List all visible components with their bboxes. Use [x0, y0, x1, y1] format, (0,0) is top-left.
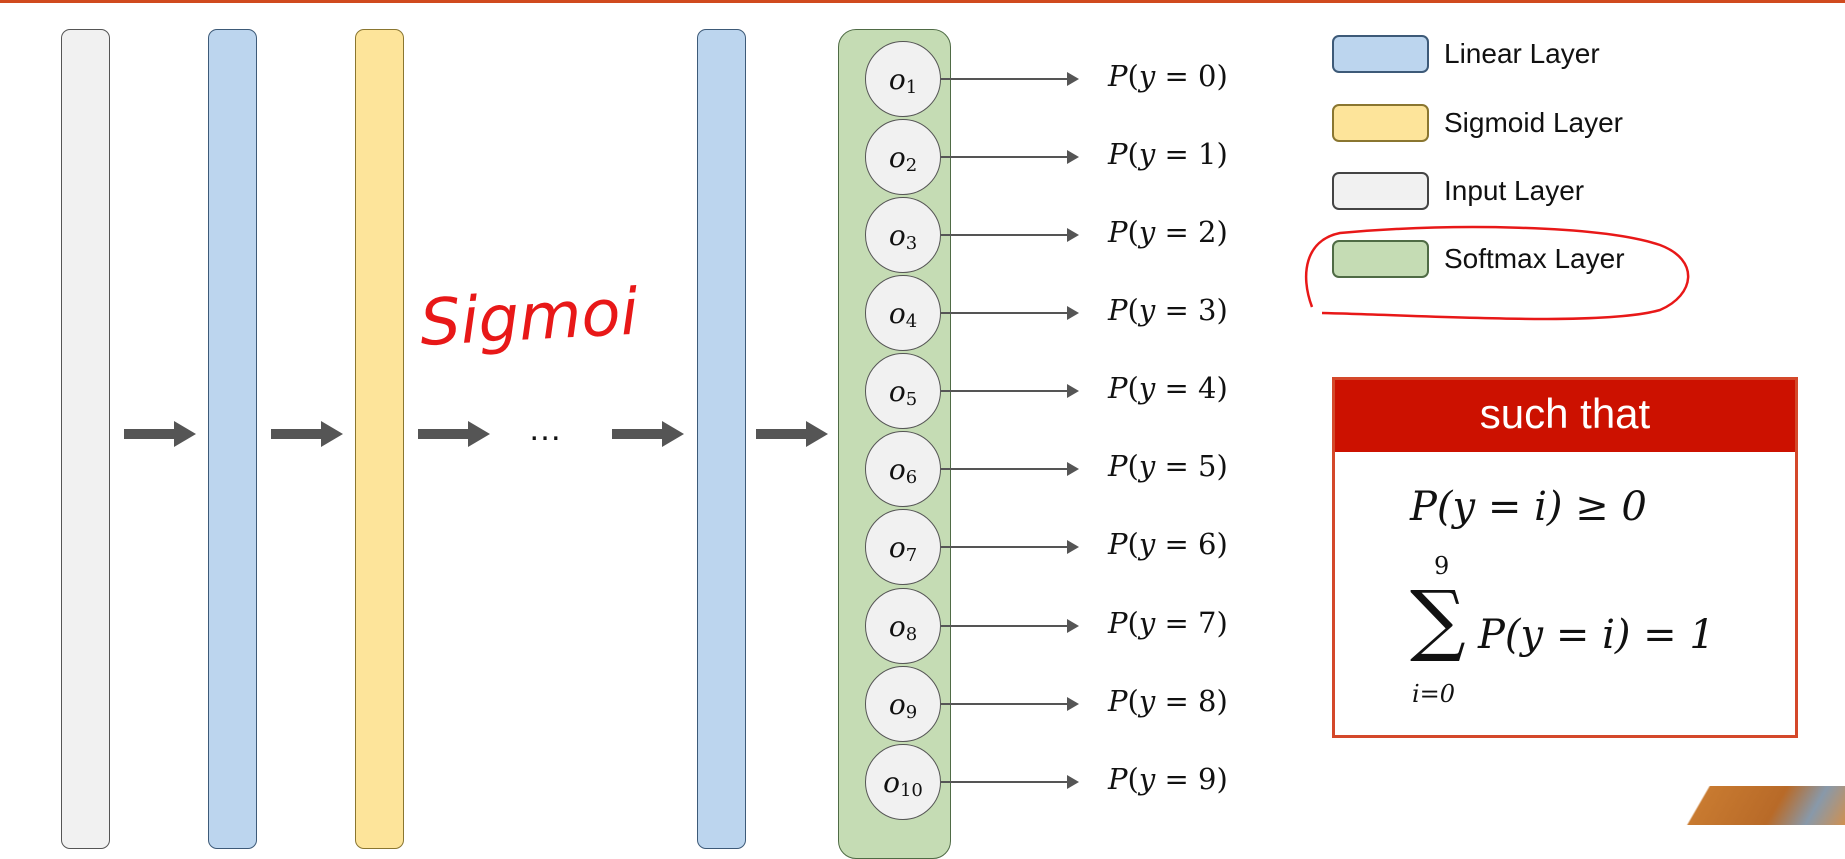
- output-arrow: [941, 775, 1079, 789]
- webcam-overlay: [1669, 786, 1845, 825]
- probability-label: P(y = 0): [1108, 59, 1228, 93]
- probability-label: P(y = 5): [1108, 449, 1228, 483]
- class-value: 7: [1197, 606, 1217, 640]
- sum-lower-limit: i=0: [1412, 680, 1456, 708]
- ellipsis: …: [528, 410, 562, 448]
- node-index: 10: [899, 779, 923, 801]
- svg-text:Sigmoid: Sigmoid: [418, 273, 640, 360]
- output-arrow: [941, 306, 1079, 320]
- node-index: 2: [905, 154, 918, 176]
- probability-label: P(y = 3): [1108, 293, 1228, 327]
- input-layer-bar: [61, 29, 110, 849]
- node-index: 7: [905, 544, 918, 566]
- probability-label: P(y = 6): [1108, 527, 1228, 561]
- node-symbol: o: [888, 140, 906, 174]
- linear-layer-bar-2: [697, 29, 746, 849]
- node-symbol: o: [888, 609, 906, 643]
- linear-layer-bar-1: [208, 29, 257, 849]
- node-symbol: o: [888, 62, 906, 96]
- class-value: 2: [1197, 215, 1217, 249]
- node-index: 3: [905, 232, 918, 254]
- legend-swatch-sigmoid: [1332, 104, 1429, 142]
- output-arrow: [941, 697, 1079, 711]
- class-value: 1: [1197, 137, 1217, 171]
- arrow-right-icon: [418, 421, 490, 447]
- probability-label: P(y = 2): [1108, 215, 1228, 249]
- output-arrow: [941, 72, 1079, 86]
- node-index: 4: [905, 310, 918, 332]
- node-symbol: o: [888, 218, 906, 252]
- node-index: 5: [905, 388, 918, 410]
- node-symbol: o: [888, 374, 906, 408]
- probability-label: P(y = 4): [1108, 371, 1228, 405]
- probability-label: P(y = 8): [1108, 684, 1228, 718]
- sum-sign-icon: ∑: [1410, 575, 1466, 665]
- output-arrow: [941, 540, 1079, 554]
- legend-swatch-linear: [1332, 35, 1429, 73]
- output-arrow: [941, 462, 1079, 476]
- node-symbol: o: [883, 765, 900, 799]
- sum-upper-limit: 9: [1434, 552, 1450, 580]
- sigmoid-layer-bar: [355, 29, 404, 849]
- legend-label-softmax: Softmax Layer: [1444, 243, 1625, 274]
- legend-label-input: Input Layer: [1444, 175, 1585, 206]
- node-index: 6: [905, 466, 918, 488]
- output-arrow: [941, 384, 1079, 398]
- output-arrow: [941, 150, 1079, 164]
- slide-top-border: [0, 0, 1845, 3]
- legend-label-sigmoid: Sigmoid Layer: [1444, 107, 1623, 138]
- probability-label: P(y = 7): [1108, 606, 1228, 640]
- constraint-title: such that: [1335, 380, 1795, 452]
- node-symbol: o: [888, 296, 906, 330]
- node-symbol: o: [888, 687, 906, 721]
- handwritten-sigmoid-annotation: Sigmoid: [418, 273, 640, 360]
- constraint-sum: P(y = i) = 1: [1478, 612, 1715, 658]
- output-arrow: [941, 228, 1079, 242]
- class-value: 3: [1197, 293, 1217, 327]
- node-symbol: o: [888, 530, 906, 564]
- output-arrow: [941, 619, 1079, 633]
- class-value: 5: [1197, 449, 1217, 483]
- constraint-box: such that: [1332, 377, 1798, 738]
- constraint-nonneg: P(y = i) ≥ 0: [1410, 484, 1647, 530]
- node-symbol: o: [888, 452, 906, 486]
- arrow-right-icon: [612, 421, 684, 447]
- class-value: 8: [1197, 684, 1217, 718]
- class-value: 9: [1197, 762, 1217, 796]
- node-index: 9: [905, 701, 918, 723]
- class-value: 4: [1197, 371, 1217, 405]
- legend-swatch-input: [1332, 172, 1429, 210]
- probability-label: P(y = 1): [1108, 137, 1228, 171]
- arrow-right-icon: [124, 421, 196, 447]
- arrow-right-icon: [271, 421, 343, 447]
- node-index: 1: [905, 76, 918, 98]
- node-index: 8: [905, 623, 918, 645]
- probability-label: P(y = 9): [1108, 762, 1228, 796]
- arrow-right-icon: [756, 421, 828, 447]
- handwritten-circle-annotation: [1304, 225, 1690, 321]
- class-value: 6: [1197, 527, 1217, 561]
- legend-label-linear: Linear Layer: [1444, 38, 1600, 69]
- legend-swatch-softmax: [1332, 240, 1429, 278]
- class-value: 0: [1197, 59, 1217, 93]
